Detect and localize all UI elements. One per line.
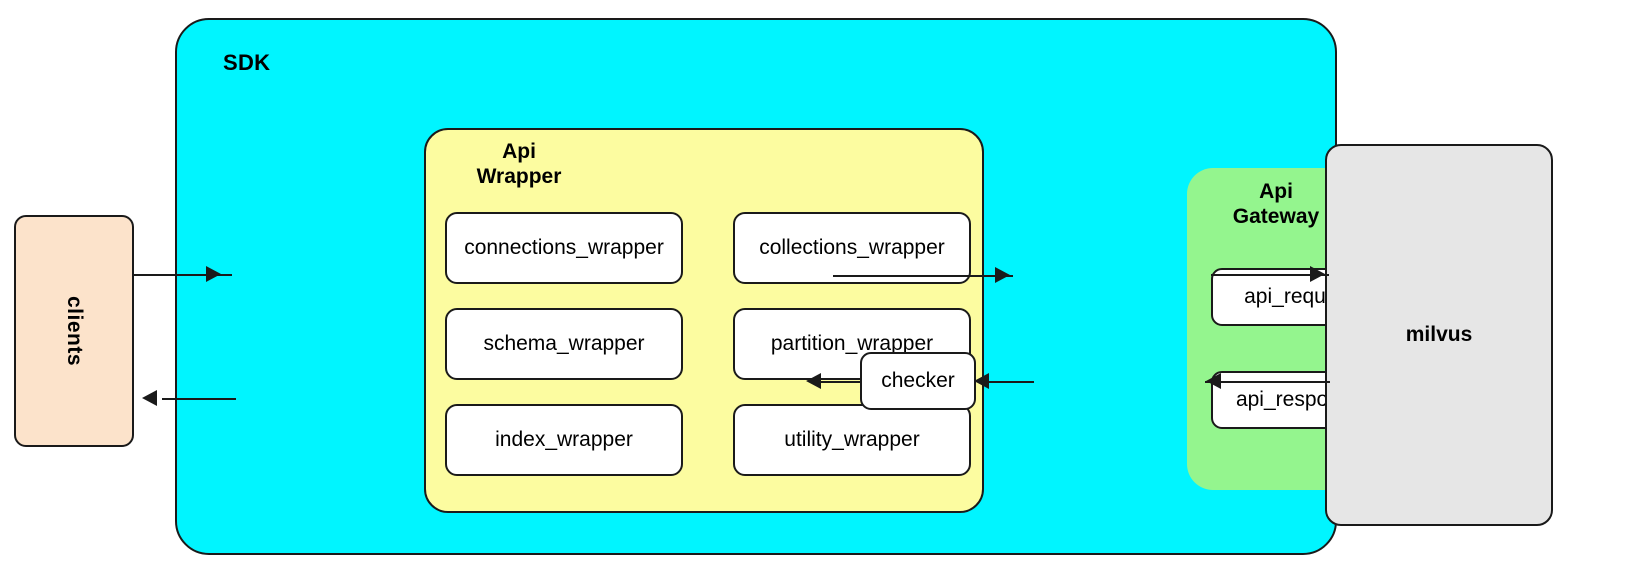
connector-checker-to-api-wrapper [812,381,862,383]
index-wrapper-label: index_wrapper [495,428,633,451]
milvus-node[interactable]: milvus [1325,144,1553,526]
api-gateway-label: Api Gateway [1201,180,1351,230]
sdk-container[interactable]: SDK Api Wrapper connections_wrapper coll… [175,18,1415,555]
connector-milvus-to-api-response [1205,381,1330,383]
connector-api-response-to-checker [978,381,1034,383]
connections-wrapper-node[interactable]: connections_wrapper [445,212,683,284]
arrowhead-left-icon [974,373,989,389]
arrowhead-left-icon [1206,373,1221,389]
arrowhead-right-icon [206,266,221,282]
schema-wrapper-label: schema_wrapper [483,332,645,355]
checker-label: checker [881,369,955,392]
milvus-node-label: milvus [1405,323,1473,346]
collections-wrapper-label: collections_wrapper [759,236,945,259]
arrowhead-right-icon [995,267,1010,283]
api-gateway-label-line2: Gateway [1232,204,1320,228]
partition-wrapper-node[interactable]: partition_wrapper [733,308,971,380]
sdk-container-label: SDK [223,50,271,75]
connector-clients-to-api-wrapper [134,274,232,276]
checker-node[interactable]: checker [860,352,976,410]
connections-wrapper-label: connections_wrapper [464,236,664,259]
schema-wrapper-node[interactable]: schema_wrapper [445,308,683,380]
connector-api-wrapper-to-api-request [833,275,1013,277]
api-wrapper-label-line1: Api [502,140,536,163]
index-wrapper-node[interactable]: index_wrapper [445,404,683,476]
arrowhead-right-icon [1310,266,1325,282]
api-wrapper-container[interactable]: Api Wrapper connections_wrapper collecti… [424,128,984,513]
collections-wrapper-node[interactable]: collections_wrapper [733,212,971,284]
utility-wrapper-node[interactable]: utility_wrapper [733,404,971,476]
api-wrapper-label: Api Wrapper [444,140,594,190]
api-wrapper-label-line2: Wrapper [476,164,562,188]
clients-node-label: clients [63,295,86,367]
arrowhead-left-icon [806,373,821,389]
clients-node[interactable]: clients [14,215,134,447]
api-gateway-label-line1: Api [1259,180,1293,203]
connector-api-wrapper-to-clients [162,398,236,400]
utility-wrapper-label: utility_wrapper [784,428,920,451]
arrowhead-left-icon [142,390,157,406]
partition-wrapper-label: partition_wrapper [770,332,934,355]
connector-api-request-to-milvus [1211,274,1329,276]
